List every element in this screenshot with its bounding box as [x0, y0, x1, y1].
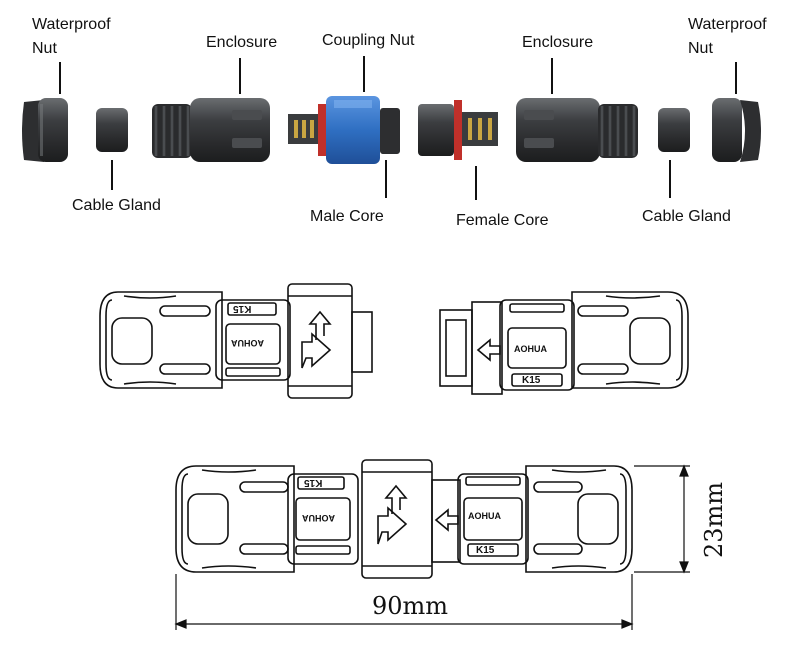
male-core: [288, 96, 400, 164]
cable-gland-left: [96, 108, 128, 152]
label-waterproof-nut-right-2: Nut: [688, 40, 713, 57]
label-enclosure-left: Enclosure: [206, 34, 278, 51]
height-dimension: 23mm: [700, 481, 728, 559]
leader-lines: [59, 56, 737, 200]
label-male-core: Male Core: [310, 208, 384, 225]
assembled-model-mark-bottom: K15: [476, 545, 495, 556]
assembled-brand-mark-right: AOHUA: [468, 511, 501, 521]
female-model-mark: K15: [522, 375, 541, 386]
length-dimension: 90mm: [372, 592, 449, 620]
waterproof-nut-left: [22, 98, 68, 162]
coupling-nut: [326, 96, 380, 164]
male-model-mark: K15: [233, 303, 252, 314]
label-cable-gland-right: Cable Gland: [642, 208, 731, 225]
male-brand-mark: AOHUA: [231, 337, 264, 348]
label-waterproof-nut-left-2: Nut: [32, 40, 57, 57]
female-core: [418, 100, 498, 160]
assembled-connector-drawing: [175, 459, 633, 579]
enclosure-right: [516, 98, 638, 162]
label-waterproof-nut-left: Waterproof: [32, 16, 111, 33]
label-enclosure-right: Enclosure: [522, 34, 594, 51]
dimension-lines: [174, 464, 690, 630]
female-brand-mark: AOHUA: [514, 344, 547, 354]
waterproof-nut-right: [712, 98, 761, 162]
label-female-core: Female Core: [456, 212, 549, 229]
male-connector-drawing: [99, 283, 373, 399]
label-coupling-nut: Coupling Nut: [322, 32, 415, 49]
exploded-view: [22, 56, 761, 200]
label-waterproof-nut-right: Waterproof: [688, 16, 767, 33]
assembled-brand-mark-left: AOHUA: [302, 512, 335, 523]
label-cable-gland-left: Cable Gland: [72, 197, 161, 214]
assembled-model-mark-top: K15: [304, 477, 323, 488]
female-connector-drawing: [439, 291, 689, 395]
cable-gland-right: [658, 108, 690, 152]
enclosure-left: [152, 98, 270, 162]
